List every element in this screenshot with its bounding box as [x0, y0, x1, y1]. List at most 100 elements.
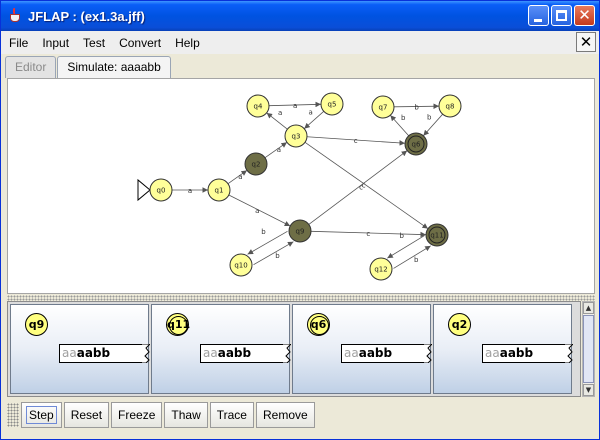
state-q9[interactable]: q9	[288, 219, 312, 243]
tape-remaining: aabb	[76, 346, 111, 360]
transition-label: b	[427, 114, 432, 122]
thaw-button[interactable]: Thaw	[164, 402, 208, 428]
configuration-2[interactable]: q6 aaaabb	[292, 304, 432, 394]
transition-edge	[228, 194, 291, 227]
simulator-toolbar: Step Reset Freeze Thaw Trace Remove	[7, 400, 595, 430]
transition-label: a	[238, 173, 242, 181]
state-label: q0	[157, 187, 166, 195]
transition-edge	[266, 112, 288, 130]
split-divider[interactable]	[7, 295, 595, 301]
configuration-0[interactable]: q9 aaaabb	[10, 304, 150, 394]
step-button[interactable]: Step	[21, 402, 62, 428]
tape-remaining: aabb	[358, 346, 393, 360]
transition-label: a	[278, 109, 282, 117]
transition-edge	[423, 113, 443, 137]
transition-edge	[390, 114, 409, 137]
remove-button[interactable]: Remove	[255, 402, 315, 428]
tape-read: aa	[62, 346, 77, 360]
state-label: q3	[292, 133, 301, 141]
state-label: q4	[254, 103, 263, 111]
scroll-thumb[interactable]	[583, 315, 594, 383]
state-q8[interactable]: q8	[438, 94, 462, 118]
close-tab-button[interactable]: ✕	[576, 32, 596, 52]
state-q5[interactable]: q5	[320, 92, 344, 116]
tape-remaining: aabb	[499, 346, 534, 360]
menu-file[interactable]: File	[9, 35, 29, 50]
state-q0[interactable]: q0	[149, 178, 173, 202]
initial-state-arrow-icon	[137, 178, 151, 202]
tab-bar: Editor Simulate: aaaabb	[5, 56, 172, 79]
window-title: JFLAP : (ex1.3a.jff)	[28, 8, 145, 24]
transition-edge	[253, 241, 294, 266]
minimize-button[interactable]	[528, 5, 549, 26]
config-tape: aaaabb	[59, 344, 150, 363]
config-tape: aaaabb	[200, 344, 291, 363]
close-window-button[interactable]: ✕	[574, 5, 595, 26]
scroll-up-icon[interactable]: ▲	[583, 302, 594, 314]
maximize-icon	[556, 10, 567, 21]
transition-edge	[247, 230, 288, 255]
freeze-button[interactable]: Freeze	[111, 402, 163, 428]
menu-input[interactable]: Input	[42, 35, 70, 50]
configurations-panel: q9 aaaabb q11 aaaabb q6 aaaabb q2 aaaabb	[7, 301, 581, 397]
trace-button[interactable]: Trace	[209, 402, 254, 428]
tape-torn-edge-icon	[283, 344, 291, 363]
maximize-button[interactable]	[551, 5, 572, 26]
transition-edge	[308, 150, 408, 225]
configuration-3[interactable]: q2 aaaabb	[433, 304, 573, 394]
scroll-down-icon[interactable]: ▼	[583, 384, 594, 396]
transition-label: b	[261, 228, 266, 236]
state-q6[interactable]: q6	[404, 132, 428, 156]
tab-editor[interactable]: Editor	[5, 56, 57, 78]
tape-read: aa	[485, 346, 500, 360]
state-q1[interactable]: q1	[207, 178, 231, 202]
window-controls: ✕	[528, 5, 595, 26]
menu-help[interactable]: Help	[175, 35, 200, 50]
state-q3[interactable]: q3	[284, 124, 308, 148]
transition-label: a	[277, 146, 281, 154]
java-cup-icon	[7, 8, 23, 24]
state-label: q11	[430, 232, 443, 240]
configurations-scrollbar[interactable]: ▲ ▼	[582, 301, 595, 397]
config-tape: aaaabb	[482, 344, 573, 363]
state-q11[interactable]: q11	[425, 223, 449, 247]
state-q2[interactable]: q2	[244, 152, 268, 176]
state-q4[interactable]: q4	[246, 94, 270, 118]
transition-label: c	[362, 182, 366, 190]
transition-label: b	[401, 114, 406, 122]
menu-bar: File Input Test Convert Help ✕	[1, 31, 599, 54]
state-q12[interactable]: q12	[369, 257, 393, 281]
state-label: q6	[412, 141, 421, 149]
transition-edge	[264, 141, 288, 159]
title-bar[interactable]: JFLAP : (ex1.3a.jff) ✕	[1, 1, 599, 31]
config-state: q2	[448, 313, 471, 336]
state-label: q7	[379, 104, 388, 112]
transition-edge	[393, 103, 440, 110]
close-icon: ✕	[578, 6, 591, 24]
transition-label: a	[309, 108, 313, 116]
transition-label: a	[293, 102, 297, 110]
menu-convert[interactable]: Convert	[119, 35, 162, 50]
reset-button[interactable]: Reset	[63, 402, 110, 428]
state-label: q12	[374, 266, 387, 274]
config-tape: aaaabb	[341, 344, 432, 363]
tape-remaining: aabb	[217, 346, 252, 360]
transition-label: b	[414, 103, 419, 111]
transition-edge	[303, 111, 325, 129]
config-state: q6	[307, 313, 330, 336]
tape-torn-edge-icon	[424, 344, 432, 363]
transition-label: a	[255, 207, 259, 215]
tape-torn-edge-icon	[565, 344, 573, 363]
tab-simulate[interactable]: Simulate: aaaabb	[57, 56, 171, 79]
toolbar-grip[interactable]	[7, 403, 19, 427]
state-label: q1	[215, 187, 224, 195]
state-q10[interactable]: q10	[229, 253, 253, 277]
transition-edge	[304, 141, 429, 230]
state-q7[interactable]: q7	[371, 95, 395, 119]
configuration-1[interactable]: q11 aaaabb	[151, 304, 291, 394]
tape-torn-edge-icon	[142, 344, 150, 363]
menu-test[interactable]: Test	[83, 35, 106, 50]
